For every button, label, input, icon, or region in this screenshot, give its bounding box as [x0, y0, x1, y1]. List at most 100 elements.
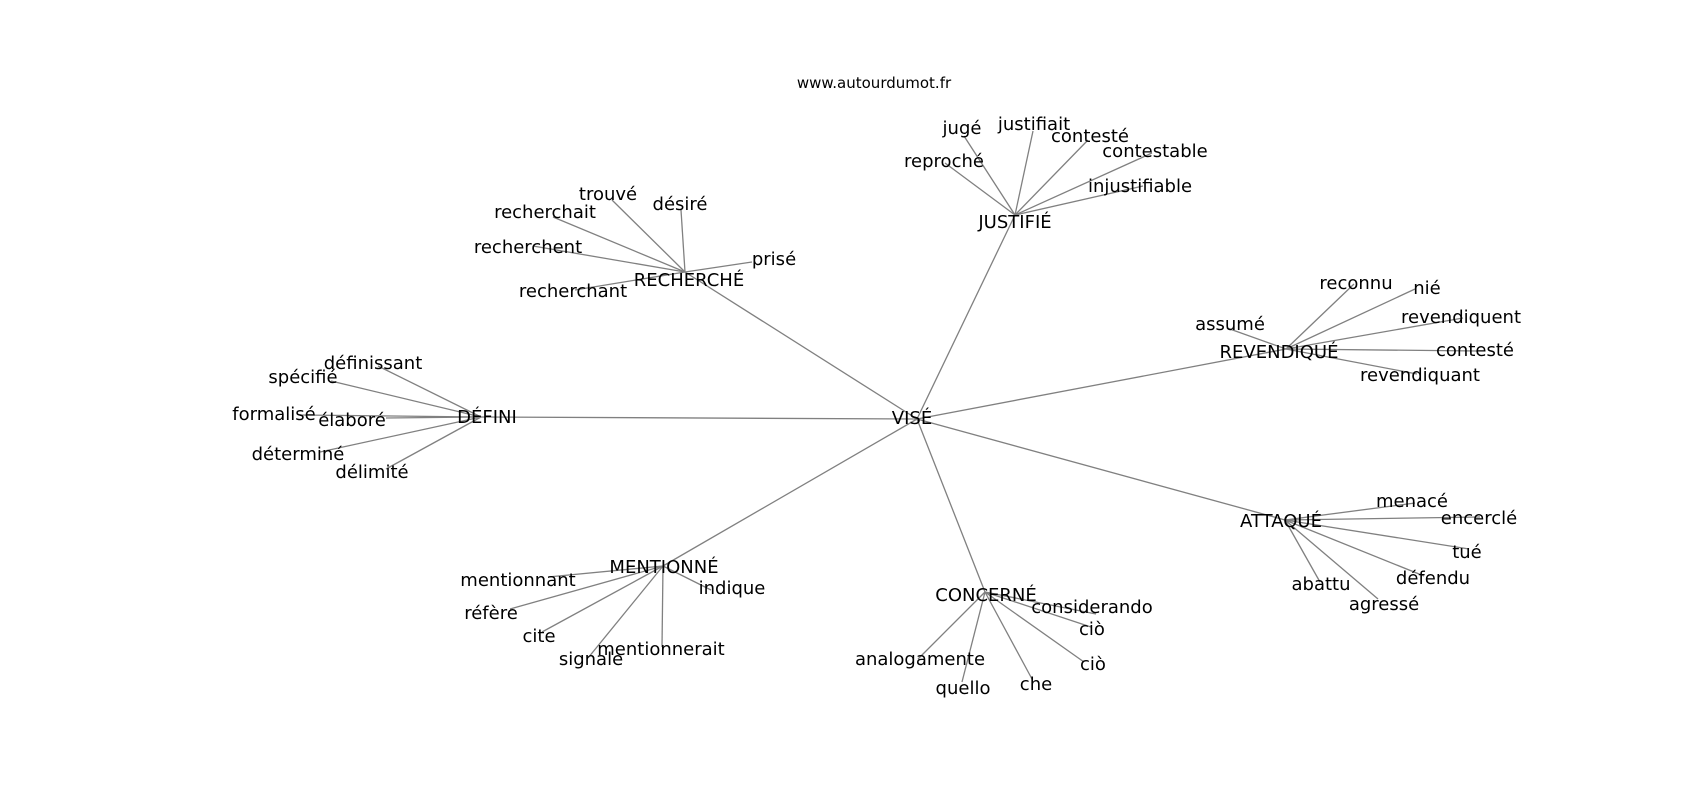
word-recherche-1: désiré: [653, 194, 708, 215]
edge-concerne-3: [917, 591, 986, 660]
edge-revendique-1: [1285, 288, 1416, 350]
word-attaque-2: tué: [1452, 542, 1482, 563]
edge-justifie-5: [1014, 185, 1144, 216]
edge-justifie-4: [944, 162, 1016, 216]
word-defini-0: définissant: [324, 353, 423, 374]
edge-justifie-2: [1014, 139, 1089, 216]
edge-concerne-2: [984, 591, 1085, 663]
center-word: VISÉ: [892, 407, 932, 429]
word-attaque-1: encerclé: [1441, 508, 1517, 529]
edge-revendique-0: [1285, 283, 1355, 350]
word-mentionne-4: mentionnerait: [597, 639, 724, 660]
word-attaque-3: défendu: [1396, 568, 1470, 589]
word-mentionne-0: mentionnant: [460, 570, 575, 591]
hub-justifie: JUSTIFIÉ: [977, 211, 1051, 233]
edge-mentionne-3: [541, 565, 664, 633]
hub-revendique: REVENDIQUÉ: [1220, 341, 1339, 363]
word-concerne-1: ciò: [1079, 619, 1105, 640]
graph-edges: [299, 130, 1481, 683]
edge-concerne-5: [984, 591, 1033, 680]
word-attaque-4: abattu: [1291, 574, 1350, 595]
edge-concerne-0: [984, 591, 1097, 615]
edge-mentionne-1: [662, 565, 712, 591]
edge-concerne-4: [961, 591, 986, 683]
edge-justifie-0: [963, 135, 1016, 216]
edge-recherche-3: [532, 245, 686, 273]
word-defini-2: formalisé: [232, 404, 315, 425]
hub-mentionne: MENTIONNÉ: [609, 556, 718, 578]
edge-defini-3: [385, 416, 482, 419]
word-concerne-0: considerando: [1031, 597, 1152, 618]
edge-recherche-1: [680, 209, 686, 273]
edge-revendique-5: [1285, 348, 1418, 375]
edge-concerne-1: [984, 591, 1092, 628]
graph-labels: trouvé désiré recherchait recherchent prisé r…: [232, 114, 1521, 699]
word-justifie-1: justifiait: [997, 114, 1070, 135]
edge-center-recherche: [684, 271, 918, 420]
hub-concerne: CONCERNÉ: [935, 584, 1037, 606]
edge-mentionne-5: [587, 565, 664, 659]
edge-revendique-4: [1285, 348, 1479, 352]
word-concerne-5: che: [1020, 674, 1052, 695]
edge-justifie-3: [1014, 152, 1153, 216]
word-defini-4: déterminé: [252, 444, 345, 465]
word-revendique-0: reconnu: [1319, 273, 1392, 294]
word-recherche-3: recherchent: [474, 237, 582, 258]
word-mentionne-3: cite: [522, 626, 555, 647]
word-concerne-3: analogamente: [855, 649, 985, 670]
edge-attaque-5: [1284, 519, 1379, 600]
edge-recherche-0: [611, 199, 686, 273]
edge-center-revendique: [916, 348, 1287, 420]
word-recherche-2: recherchait: [494, 202, 596, 223]
edge-center-concerne: [916, 418, 986, 593]
edge-revendique-3: [1226, 327, 1287, 350]
word-defini-5: délimité: [335, 462, 408, 483]
word-mentionne-2: réfère: [464, 603, 518, 624]
hub-attaque: ATTAQUÉ: [1240, 510, 1322, 532]
word-justifie-5: injustifiable: [1088, 176, 1192, 197]
hub-defini: DÉFINI: [457, 406, 517, 428]
edge-attaque-1: [1284, 516, 1481, 521]
word-attaque-5: agressé: [1349, 594, 1419, 615]
edge-defini-1: [330, 380, 482, 418]
word-revendique-1: nié: [1413, 278, 1440, 299]
word-defini-3: élaboré: [318, 410, 386, 431]
word-recherche-5: recherchant: [519, 281, 627, 302]
word-concerne-4: quello: [936, 678, 991, 699]
edge-mentionne-0: [547, 565, 664, 578]
site-watermark: www.autourdumot.fr: [797, 74, 952, 92]
word-justifie-0: jugé: [942, 118, 982, 139]
edge-recherche-5: [574, 271, 686, 291]
word-mentionne-5: signale: [559, 649, 623, 670]
word-justifie-2: contesté: [1051, 126, 1129, 147]
edge-defini-4: [319, 416, 482, 453]
edge-attaque-3: [1284, 519, 1425, 577]
word-mentionne-1: indique: [699, 578, 766, 599]
edge-center-attaque: [916, 418, 1286, 521]
hub-recherche: RECHERCHÉ: [634, 269, 744, 291]
edge-recherche-2: [552, 216, 686, 273]
edge-center-mentionne: [662, 418, 918, 567]
edge-defini-2: [299, 414, 482, 418]
word-attaque-0: menacé: [1376, 491, 1448, 512]
word-revendique-4: contesté: [1436, 340, 1514, 361]
edge-defini-0: [377, 365, 482, 418]
word-concerne-2: ciò: [1080, 654, 1106, 675]
word-recherche-0: trouvé: [579, 184, 637, 205]
word-justifie-3: contestable: [1102, 141, 1207, 162]
edge-attaque-4: [1284, 519, 1321, 583]
edge-center-defini: [480, 416, 918, 420]
word-revendique-3: assumé: [1195, 314, 1265, 335]
edge-revendique-2: [1285, 317, 1464, 350]
edge-justifie-1: [1014, 130, 1034, 216]
edge-recherche-4: [684, 261, 753, 273]
word-revendique-5: revendiquant: [1360, 365, 1480, 386]
word-recherche-4: prisé: [752, 249, 796, 270]
word-revendique-2: revendiquent: [1401, 307, 1521, 328]
edge-defini-5: [385, 416, 482, 470]
edge-mentionne-4: [661, 565, 664, 648]
word-defini-1: spécifié: [268, 367, 337, 388]
edge-center-justifie: [916, 214, 1016, 420]
word-justifie-4: reproché: [904, 151, 984, 172]
